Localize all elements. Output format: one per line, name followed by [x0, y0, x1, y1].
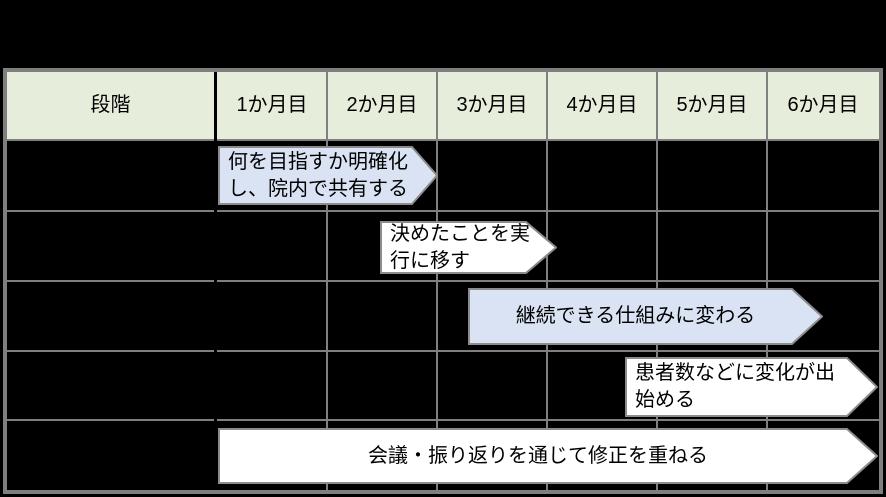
arrow-sustainable-system: 継続できる仕組みに変わる	[468, 288, 823, 345]
grid-hline-row-2	[7, 280, 879, 282]
header-cell-month-4: 4か月目	[566, 94, 638, 116]
arrow-shape-icon	[218, 428, 878, 484]
arrow-sustainable-system-label: 継続できる仕組みに変わる	[515, 305, 756, 327]
arrow-shape-icon	[380, 221, 557, 274]
grid-hline-row-3	[7, 350, 879, 352]
arrow-clarify-goals: 何を目指すか明確化 し、院内で共有する	[218, 146, 438, 205]
header-cell-month-1: 1か月目	[236, 94, 308, 116]
header-cell-month-2: 2か月目	[346, 94, 418, 116]
header-cell-stage: 段階	[90, 94, 131, 116]
stage-cell-row-3	[7, 282, 214, 350]
stage-cell-row-4	[7, 352, 214, 419]
arrow-polygon	[468, 288, 823, 345]
arrow-patient-change-label: 患者数などに変化が出 始める	[635, 362, 835, 411]
arrow-review-revise-label: 会議・振り返りを通じて修正を重ねる	[368, 444, 708, 467]
header-cell-month-6: 6か月目	[787, 94, 859, 116]
arrow-execute-decisions-label: 決めたことを実 行に移す	[390, 222, 530, 272]
stage-column-divider	[214, 72, 217, 490]
arrow-shape-icon	[625, 357, 878, 417]
header-cell-month-5: 5か月目	[676, 94, 748, 116]
stage-cell-row-2	[7, 212, 214, 280]
arrow-review-revise: 会議・振り返りを通じて修正を重ねる	[218, 428, 878, 484]
arrow-clarify-goals-label: 何を目指すか明確化 し、院内で共有する	[228, 150, 408, 200]
schedule-table: 段階 1か月目 2か月目 3か月目 4か月目 5か月目 6か月目	[3, 68, 883, 494]
arrow-polygon	[218, 428, 878, 484]
stage-cell-row-5	[7, 421, 214, 490]
arrow-shape-icon	[468, 288, 823, 345]
stage-cell-row-1	[7, 141, 214, 210]
arrow-execute-decisions: 決めたことを実 行に移す	[380, 221, 557, 274]
header-row	[7, 72, 879, 139]
arrow-polygon	[218, 146, 438, 205]
arrow-patient-change: 患者数などに変化が出 始める	[625, 357, 878, 417]
grid-hline-row-1	[7, 210, 879, 212]
grid-hline-header-bottom	[7, 139, 879, 141]
arrow-shape-icon	[218, 146, 438, 205]
header-cell-month-3: 3か月目	[456, 94, 528, 116]
arrow-polygon	[625, 357, 878, 417]
grid-hline-row-4	[7, 419, 879, 421]
arrow-polygon	[380, 221, 557, 274]
